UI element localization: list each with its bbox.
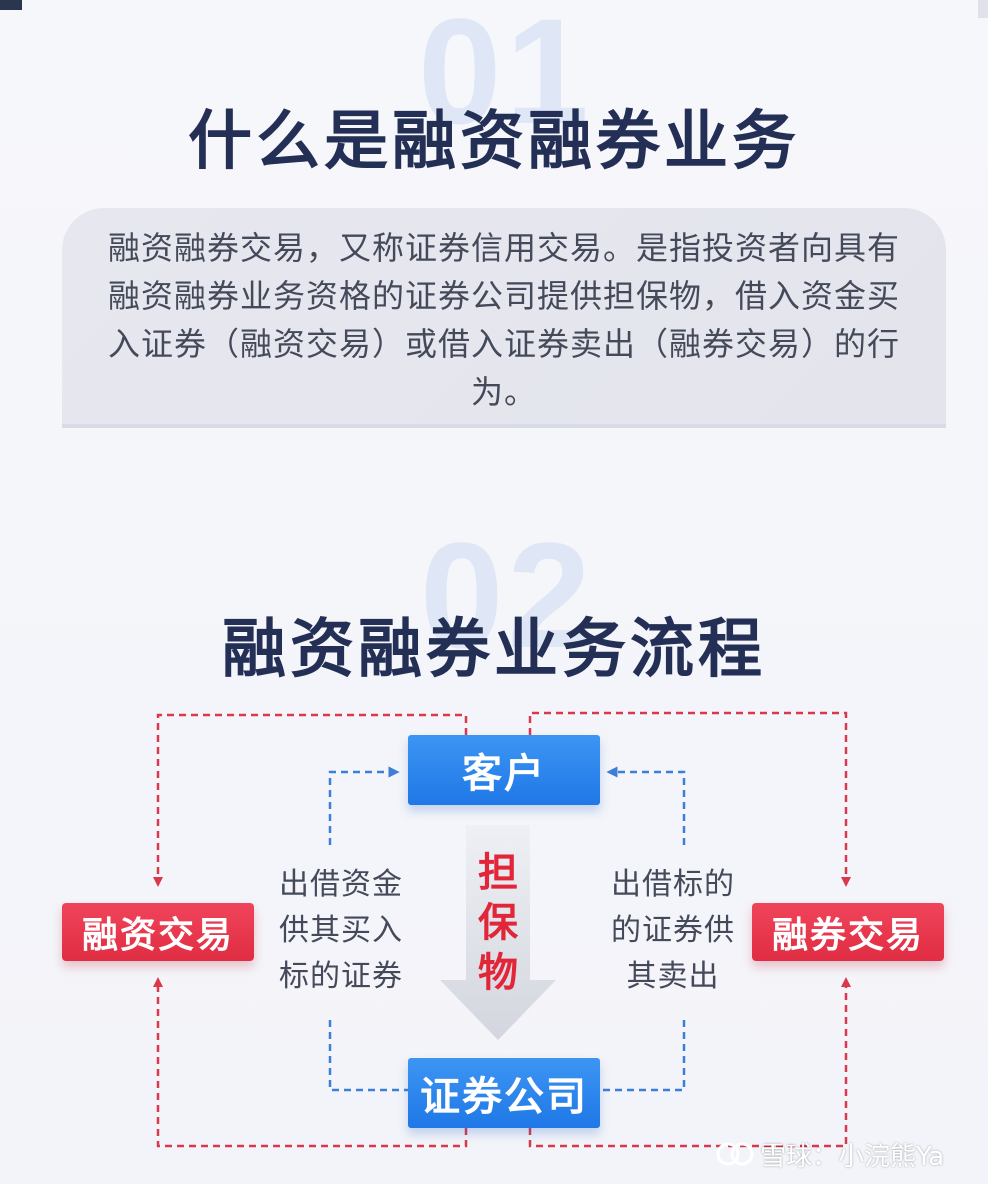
collateral-label: 担保物 xyxy=(478,850,518,996)
red-dash-top-left xyxy=(153,713,468,887)
lend-funds-text: 出借资金供其买入标的证券 xyxy=(279,867,403,994)
watermark-text: 雪球：小浣熊Ya xyxy=(760,1141,945,1172)
definition-box: 融资融券交易，又称证券信用交易。是指投资者向具有融资融券业务资格的证券公司提供担… xyxy=(62,208,946,424)
section-title-what-is: 什么是融资融券业务 xyxy=(188,105,800,179)
node-margin-trading: 融资交易 xyxy=(62,903,254,961)
blue-dash-right-bottom xyxy=(600,1020,686,1092)
blue-dash-right-top xyxy=(606,766,686,845)
blue-dash-left-bottom xyxy=(328,1020,408,1092)
snowball-logo-icon xyxy=(716,1142,754,1166)
node-short-selling: 融券交易 xyxy=(752,903,944,961)
lend-securities-text: 出借标的的证券供其卖出 xyxy=(611,867,735,994)
section-number-02: 02 xyxy=(420,511,595,679)
top-left-corner-fragment xyxy=(0,0,22,10)
collateral-down-arrow xyxy=(440,825,556,1040)
section-number-01: 01 xyxy=(418,0,593,155)
node-securities-company: 证券公司 xyxy=(408,1058,600,1128)
top-right-corner-fragment xyxy=(978,0,988,18)
red-dash-top-right xyxy=(528,711,851,887)
watermark: 雪球：小浣熊Ya xyxy=(716,1134,944,1174)
blue-dash-left-top xyxy=(328,766,400,845)
red-dash-bottom-left xyxy=(153,977,468,1148)
section-title-process: 融资融券业务流程 xyxy=(222,613,766,687)
definition-text: 融资融券交易，又称证券信用交易。是指投资者向具有融资融券业务资格的证券公司提供担… xyxy=(107,229,900,411)
node-client: 客户 xyxy=(408,735,600,805)
